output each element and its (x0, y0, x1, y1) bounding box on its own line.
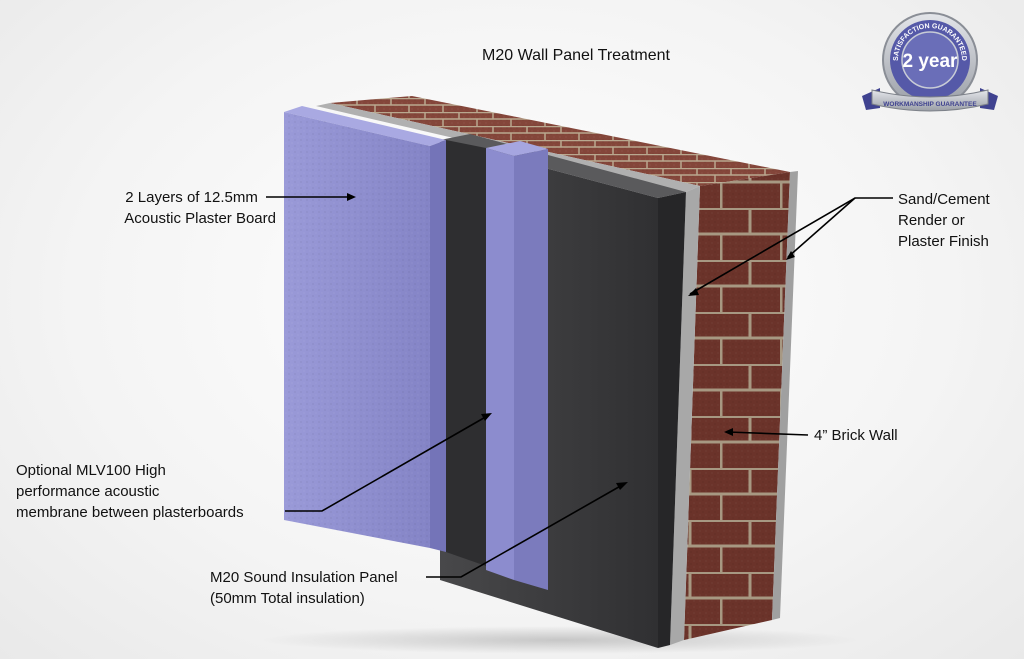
render-label-line: Sand/Cement (898, 191, 991, 208)
render-label-line: Render or (898, 212, 965, 229)
guarantee-badge: SATISFACTION GUARANTEED 2 year WORKMANSH… (862, 12, 998, 112)
plasterboard-inner-edge (514, 149, 548, 590)
ground-shadow (260, 626, 860, 654)
badge-main-text: 2 year (903, 51, 959, 72)
plasterboard-arrowhead (347, 193, 356, 201)
render-edge-left (670, 186, 700, 645)
brick-label: 4” Brick Wall (814, 427, 898, 444)
membrane-arrowhead (481, 413, 492, 421)
render-label-line: Plaster Finish (898, 233, 989, 250)
plasterboard-front-top (284, 106, 446, 146)
badge-ribbon (871, 89, 989, 112)
membrane-label-line: membrane between plasterboards (16, 504, 244, 521)
insulation-label-line: M20 Sound Insulation Panel (210, 569, 398, 586)
insulation-leader (426, 483, 625, 578)
render-arrowhead-2 (786, 251, 795, 260)
brick-wall (330, 96, 790, 640)
brick-wall-side (684, 172, 790, 640)
insulation-label-line: (50mm Total insulation) (210, 590, 365, 607)
membrane-leader (285, 414, 490, 512)
leader-lines (266, 193, 893, 578)
badge-ribbon-text: WORKMANSHIP GUARANTEE (883, 101, 977, 108)
diagram-title: M20 Wall Panel Treatment (482, 47, 670, 64)
brick-wall-top (330, 96, 790, 186)
render-arrowhead-1 (688, 288, 699, 296)
badge-seal-inner (901, 31, 959, 89)
plasterboard-inner-top (486, 141, 548, 156)
insulation-panel-edge (658, 192, 686, 648)
insulation-arrowhead (616, 482, 628, 490)
render-leader-2 (787, 197, 856, 258)
insulation-label: M20 Sound Insulation Panel (50mm Total i… (210, 569, 402, 607)
membrane-label-line: performance acoustic (16, 483, 160, 500)
plasterboard-front-texture (284, 112, 430, 548)
plasterboard-inner-face (486, 148, 514, 580)
plasterboard-inner (486, 141, 548, 590)
plasterboard-front-edge (430, 140, 446, 552)
render-edge-right (772, 171, 798, 620)
membrane-label-line: Optional MLV100 High (16, 462, 166, 479)
brick-wall-shade (684, 172, 790, 640)
brick-leader (727, 431, 809, 436)
membrane-label: Optional MLV100 High performance acousti… (16, 462, 244, 521)
plasterboard-label-line: Acoustic Plaster Board (124, 210, 276, 227)
render-label: Sand/Cement Render or Plaster Finish (898, 191, 994, 250)
plasterboard-label: 2 Layers of 12.5mm Acoustic Plaster Boar… (124, 189, 276, 227)
plasterboard-front (284, 106, 446, 552)
mlv-membrane-gap (446, 140, 486, 566)
plasterboard-label-line: 2 Layers of 12.5mm (125, 189, 258, 206)
brick-arrowhead (724, 428, 733, 436)
